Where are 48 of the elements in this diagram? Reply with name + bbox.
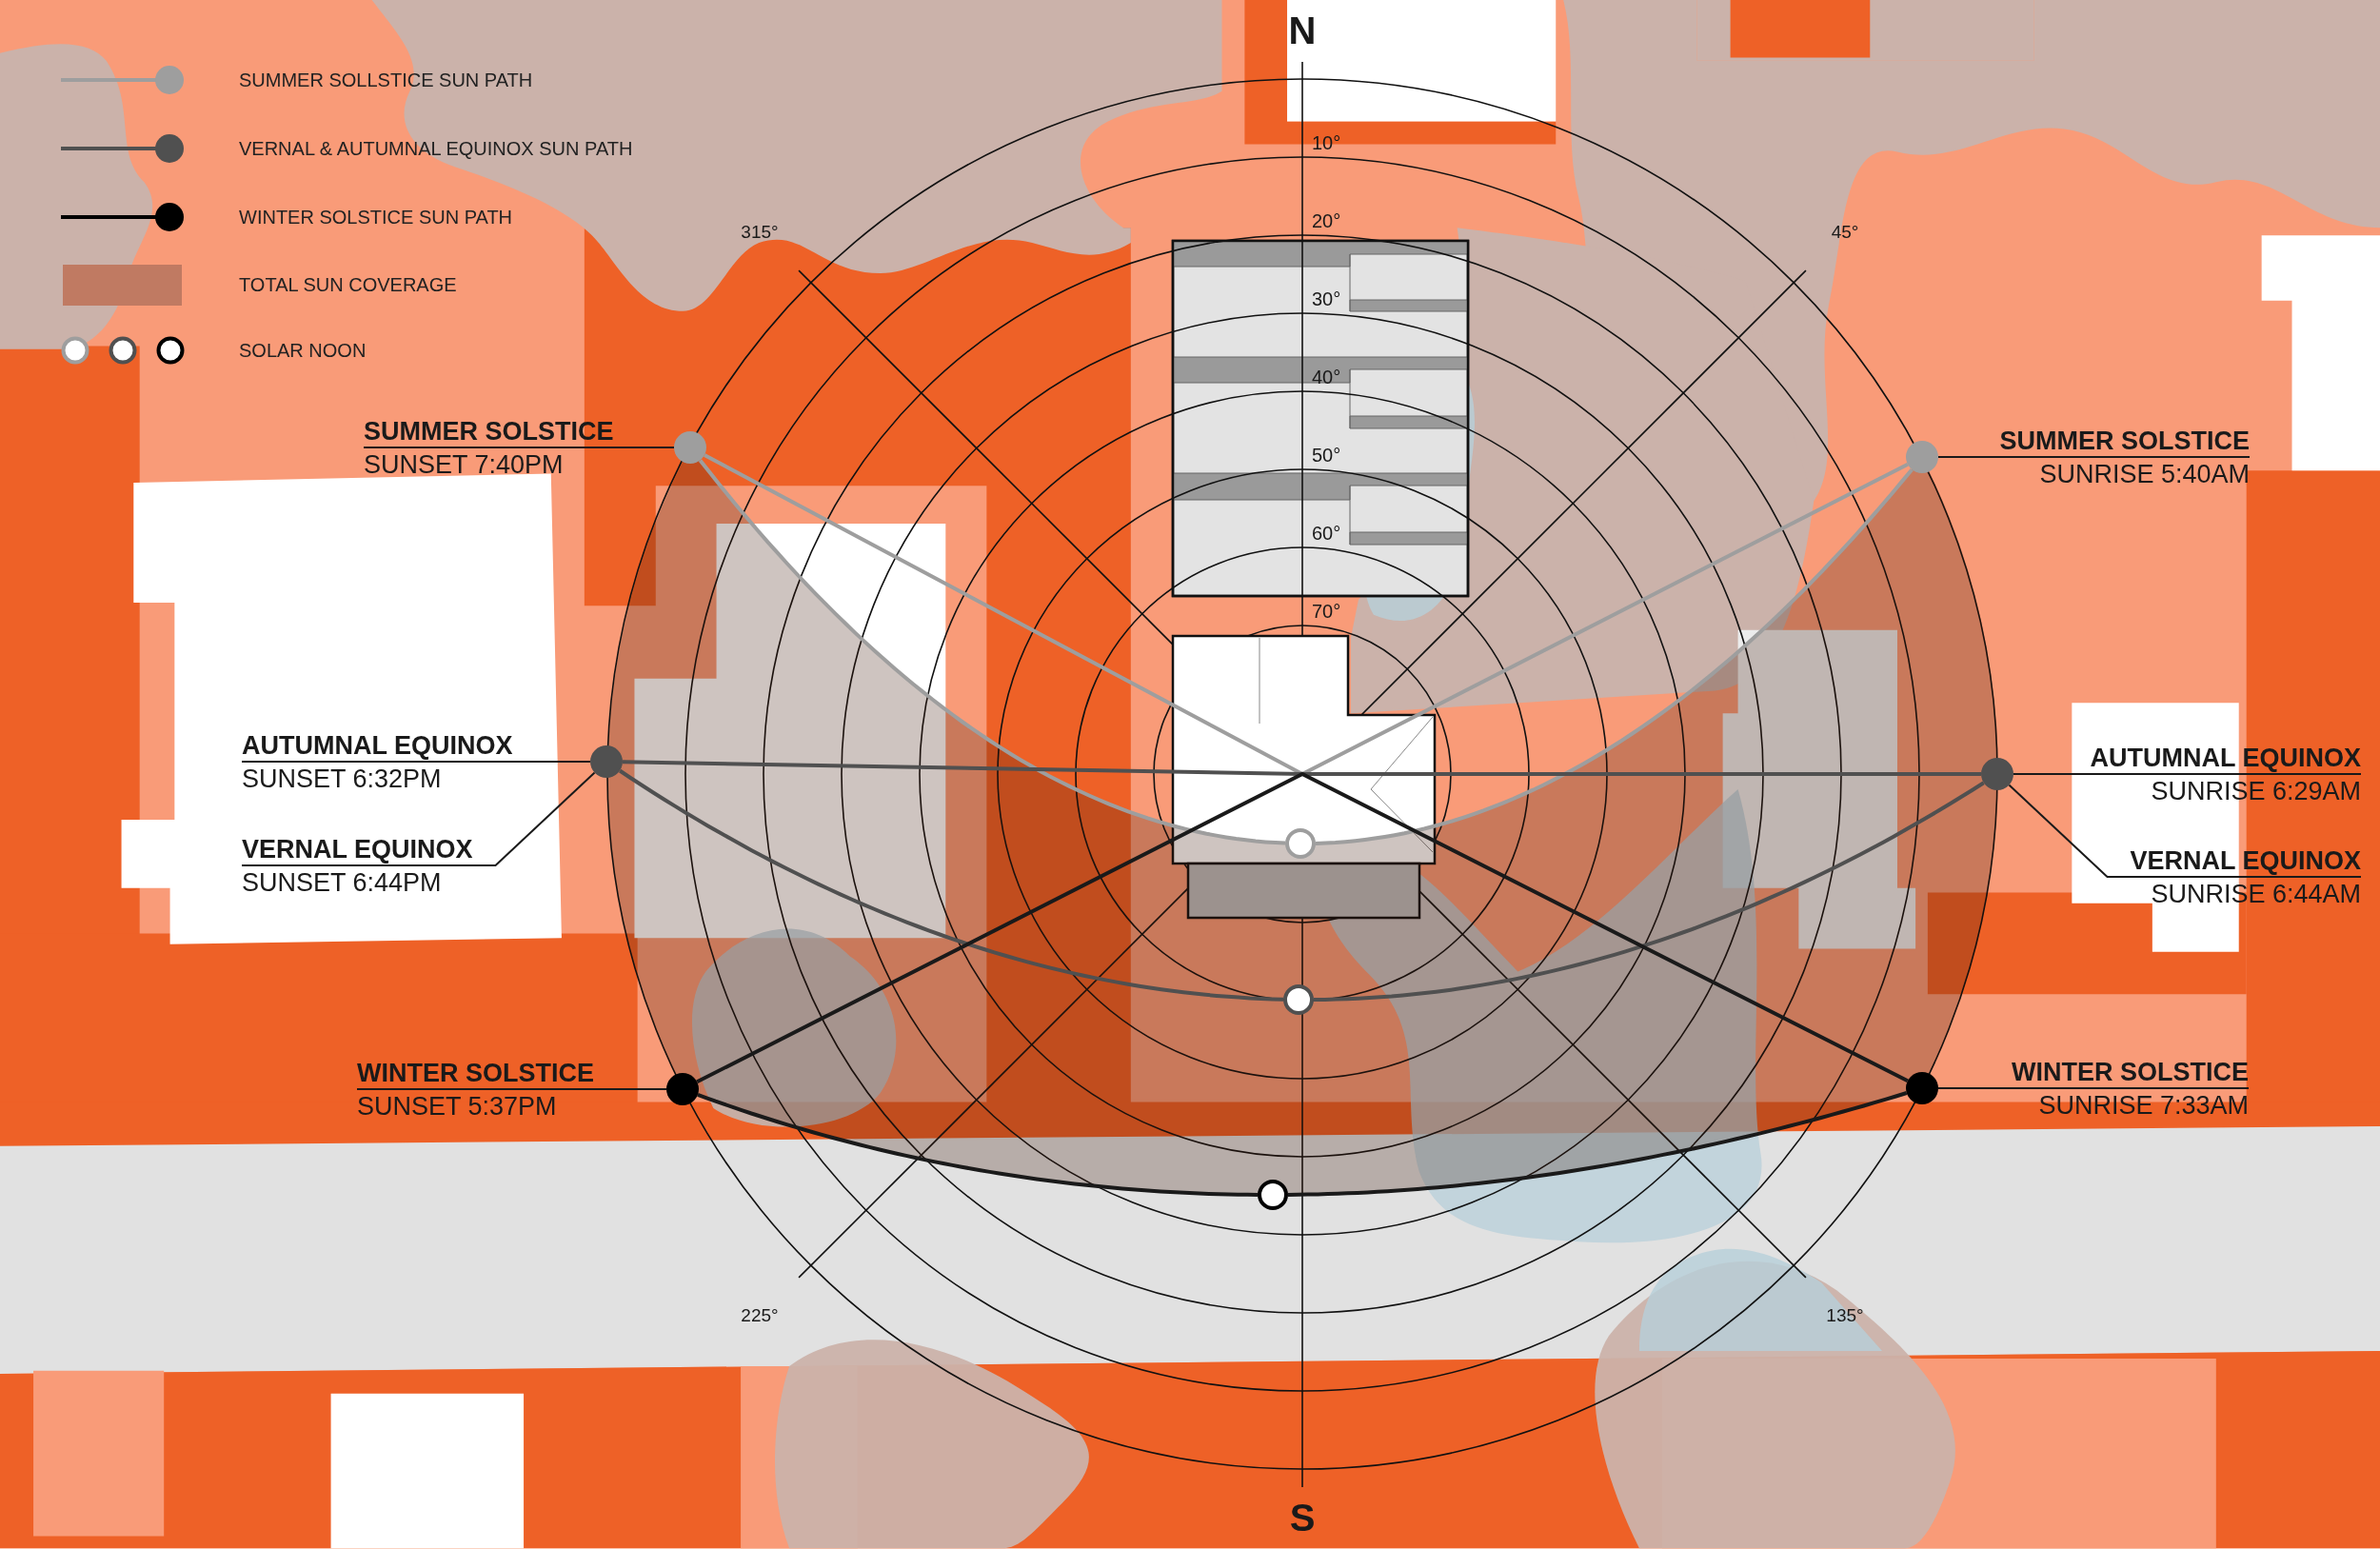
altitude-label: 30° — [1312, 288, 1341, 310]
sun-path-arc — [698, 459, 1286, 845]
legend-label: SUMMER SOLLSTICE SUN PATH — [239, 69, 533, 91]
altitude-label: 10° — [1312, 132, 1341, 154]
altitude-label: 70° — [1312, 601, 1341, 623]
altitude-label: 40° — [1312, 367, 1341, 388]
azimuth-label: 45° — [1831, 222, 1859, 243]
altitude-label: 50° — [1312, 445, 1341, 467]
sun-path-arc — [1315, 467, 1914, 845]
compass-label: S — [1289, 1496, 1316, 1539]
callout-heading: WINTER SOLSTICE — [357, 1059, 617, 1090]
leader-line — [635, 447, 675, 448]
legend-label: SOLAR NOON — [239, 339, 367, 362]
compass-label: N — [1288, 9, 1317, 52]
legend-label: WINTER SOLSTICE SUN PATH — [239, 206, 513, 228]
callout-heading: VERNAL EQUINOX — [2107, 846, 2361, 878]
leader-line — [1937, 1087, 1990, 1089]
leader-line — [534, 761, 591, 763]
azimuth-label: 135° — [1826, 1305, 1864, 1326]
callout-text: SUNSET 7:40PM — [364, 450, 564, 480]
callout-heading: VERNAL EQUINOX — [242, 835, 496, 866]
leader-line — [616, 1088, 667, 1090]
callout-text: SUNSET 6:44PM — [242, 868, 442, 898]
callout-heading: AUTUMNAL EQUINOX — [2067, 744, 2361, 775]
sun-angle-line — [622, 760, 1981, 776]
leader-line — [2013, 773, 2069, 775]
sun-path-arc — [697, 1093, 1258, 1197]
sun-path-arc — [619, 768, 1284, 1002]
azimuth-label: 315° — [741, 222, 779, 243]
altitude-label: 60° — [1312, 523, 1341, 545]
legend-label: TOTAL SUN COVERAGE — [239, 273, 457, 296]
callout-text: SUNSET 6:32PM — [242, 765, 442, 794]
callout-heading: SUMMER SOLSTICE — [1976, 427, 2250, 458]
callout-heading: SUMMER SOLSTICE — [364, 417, 637, 448]
sun-path-arc — [1287, 1091, 1908, 1197]
callout-heading: WINTER SOLSTICE — [1989, 1058, 2249, 1089]
leader-line — [2008, 784, 2109, 878]
legend-label: VERNAL & AUTUMNAL EQUINOX SUN PATH — [239, 137, 633, 160]
callout-text: SUNRISE 5:40AM — [2039, 460, 2250, 489]
callout-heading: AUTUMNAL EQUINOX — [242, 731, 536, 763]
azimuth-label: 225° — [741, 1305, 779, 1326]
leader-line — [494, 771, 596, 866]
altitude-label: 20° — [1312, 210, 1341, 232]
callout-text: SUNSET 5:37PM — [357, 1092, 557, 1122]
callout-text: SUNRISE 7:33AM — [2038, 1091, 2249, 1121]
sun-angle-line — [696, 771, 1909, 1084]
leader-line — [1937, 456, 1978, 458]
sun-path-arc — [1314, 781, 1985, 1002]
